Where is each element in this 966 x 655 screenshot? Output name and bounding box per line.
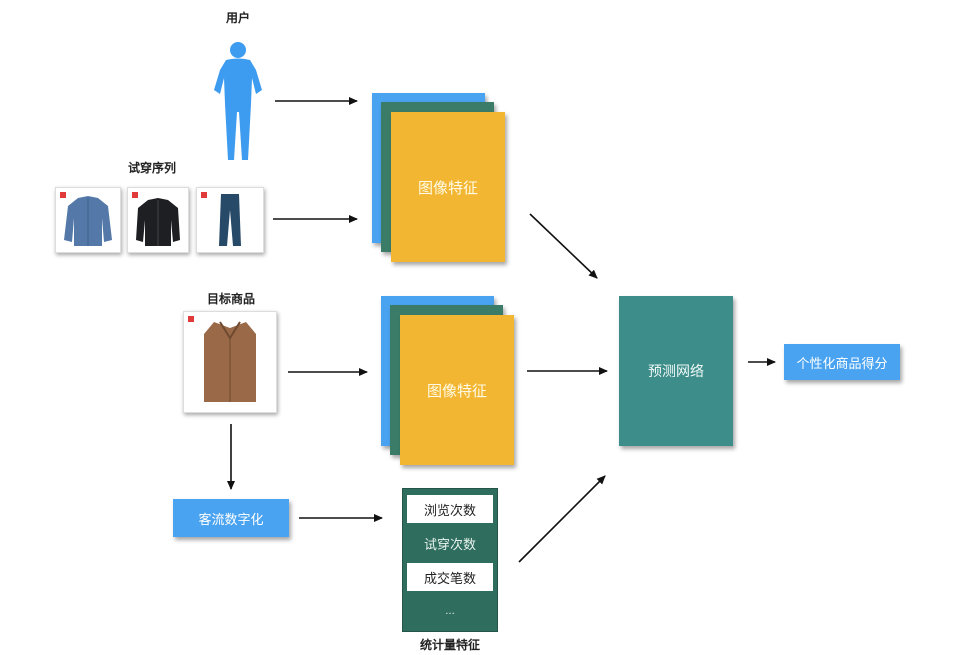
image-feature-label: 图像特征 bbox=[417, 178, 478, 197]
brand-badge bbox=[60, 192, 66, 198]
stat-row-views: 浏览次数 bbox=[407, 495, 493, 523]
jacket-icon bbox=[64, 196, 112, 246]
tryon-item-blue-jacket bbox=[55, 187, 121, 253]
personalized-score-box: 个性化商品得分 bbox=[784, 344, 900, 380]
target-item-vest bbox=[183, 311, 277, 413]
prediction-network-label: 预测网络 bbox=[648, 364, 704, 380]
tryon-item-black-jacket bbox=[127, 187, 189, 253]
stats-feature-box: 浏览次数 试穿次数 成交笔数 ... bbox=[402, 488, 498, 632]
vest-icon bbox=[204, 321, 256, 402]
stat-row-deals: 成交笔数 bbox=[407, 563, 493, 591]
prediction-network-box: 预测网络 bbox=[619, 296, 733, 446]
tryon-label: 试穿序列 bbox=[127, 161, 176, 175]
foot-traffic-digitize-box: 客流数字化 bbox=[173, 499, 289, 537]
stats-caption: 统计量特征 bbox=[419, 638, 480, 652]
user-label: 用户 bbox=[225, 11, 250, 25]
arrow-top-feature-to-predict bbox=[529, 213, 598, 279]
arrow-stats-to-predict bbox=[518, 475, 606, 563]
tryon-item-pants bbox=[196, 187, 264, 253]
stat-row-ellipsis: ... bbox=[445, 605, 455, 617]
jacket-icon bbox=[136, 198, 180, 246]
brand-badge bbox=[132, 192, 138, 198]
pants-icon bbox=[219, 194, 241, 246]
feature-card-bottom: 图像特征 bbox=[400, 315, 514, 465]
target-label: 目标商品 bbox=[206, 292, 255, 306]
stat-row-tryons: 试穿次数 bbox=[423, 537, 476, 553]
image-feature-label: 图像特征 bbox=[426, 381, 487, 400]
brand-badge bbox=[201, 192, 207, 198]
feature-card-top: 图像特征 bbox=[391, 112, 505, 262]
brand-badge bbox=[188, 316, 194, 322]
person-icon bbox=[214, 42, 262, 160]
